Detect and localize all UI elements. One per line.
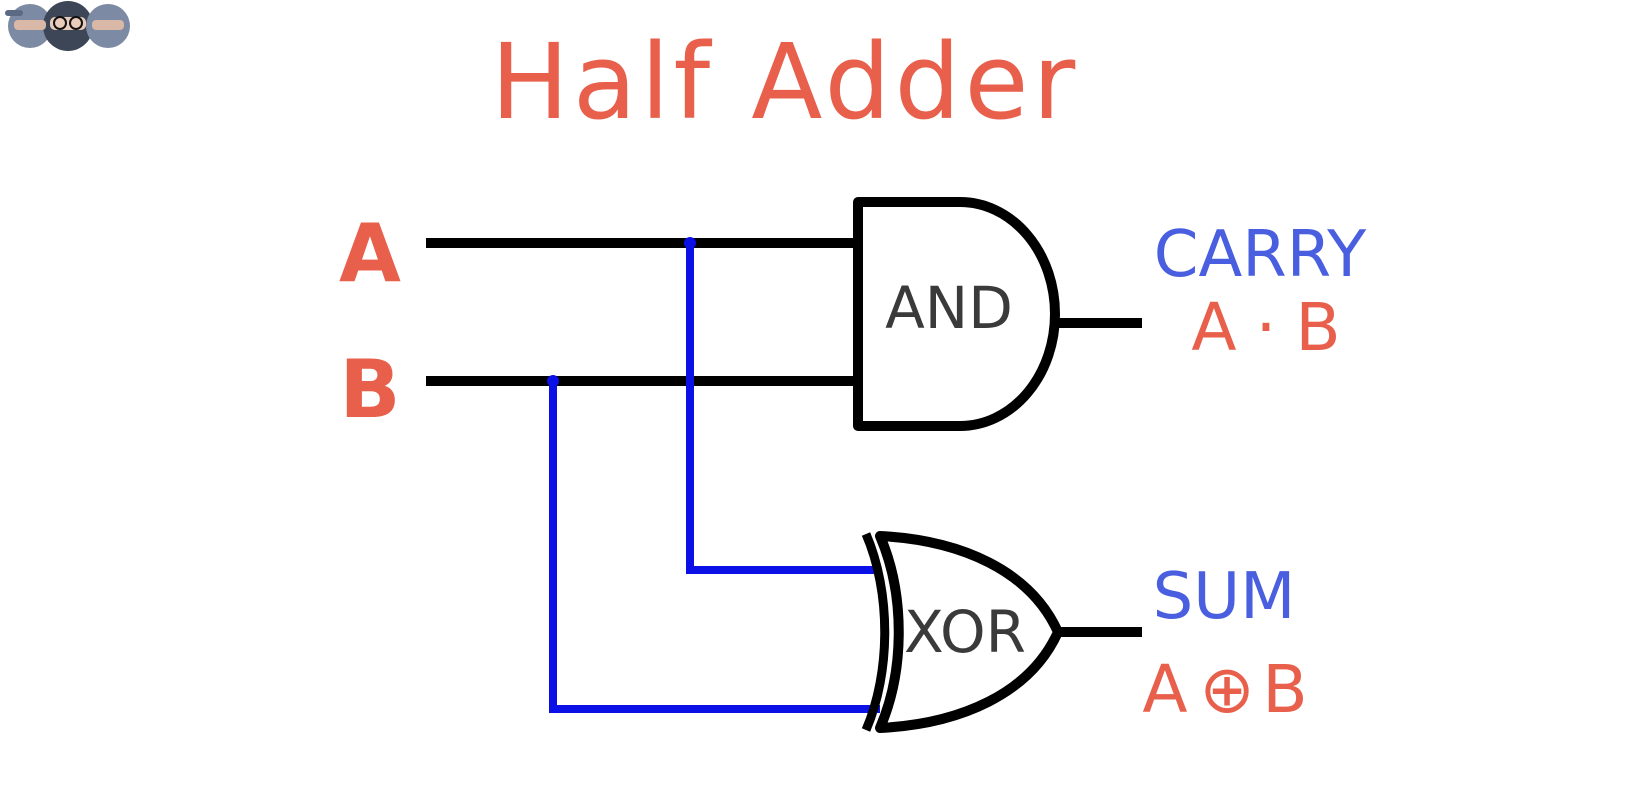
sum-expression: A ⊕ B bbox=[1142, 651, 1307, 728]
junction-dot-b bbox=[547, 375, 559, 387]
carry-expression: A · B bbox=[1191, 289, 1340, 366]
page-title: Half Adder bbox=[491, 21, 1080, 143]
sum-expr-right: B bbox=[1262, 651, 1307, 728]
wire-a-to-xor bbox=[686, 243, 880, 574]
xor-gate-input-curve bbox=[861, 532, 890, 732]
xor-gate-label: XOR bbox=[904, 598, 1026, 666]
carry-expr-operator: · bbox=[1256, 289, 1277, 366]
sum-expr-left: A bbox=[1142, 651, 1187, 728]
junction-dot-a bbox=[684, 237, 696, 249]
input-label-a: A bbox=[339, 207, 401, 300]
xor-gate bbox=[875, 531, 1063, 733]
carry-output-name: CARRY bbox=[1154, 218, 1367, 292]
sum-output-name: SUM bbox=[1153, 560, 1296, 634]
carry-expr-right: B bbox=[1295, 289, 1340, 366]
and-gate-label: AND bbox=[885, 274, 1013, 342]
sum-expr-operator: ⊕ bbox=[1199, 651, 1254, 728]
ninja-logo-icon bbox=[5, 1, 130, 51]
carry-expr-left: A bbox=[1191, 289, 1236, 366]
wire-b-to-xor bbox=[549, 381, 880, 713]
input-label-b: B bbox=[340, 343, 401, 436]
